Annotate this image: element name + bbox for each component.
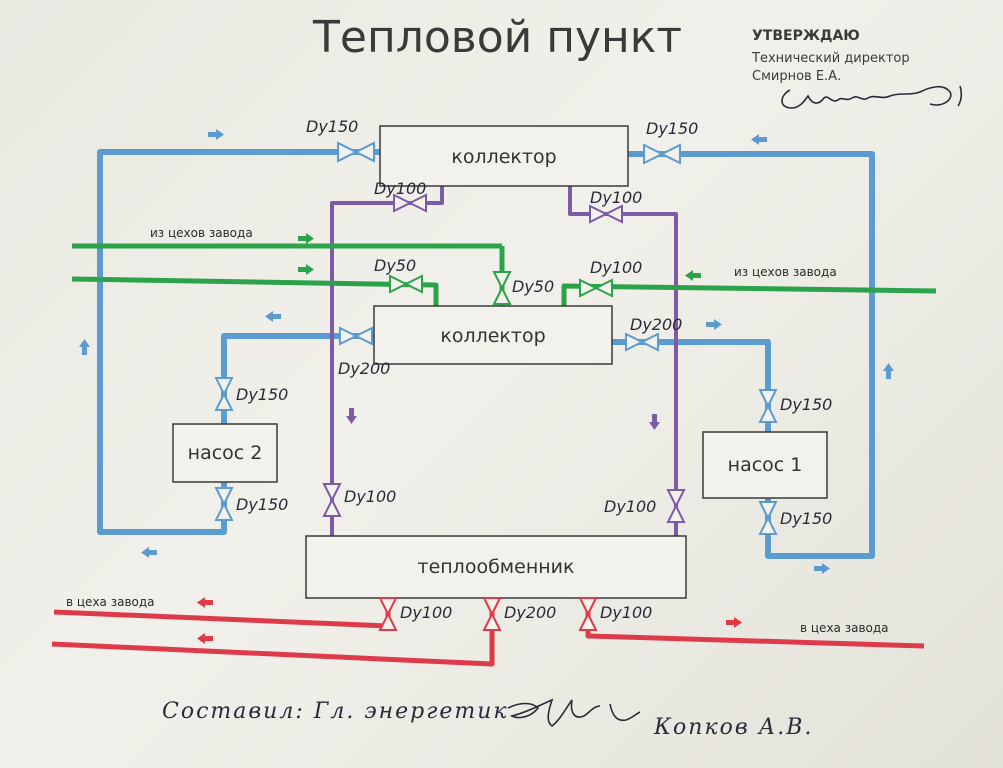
purple-line-left [330, 186, 444, 538]
pump-1-box [702, 431, 828, 499]
valve-green-center [492, 271, 512, 305]
collector-mid-box [373, 305, 613, 365]
flow-arrow-left-icon [197, 597, 213, 608]
valve-green-right [579, 278, 613, 298]
valve-red-right [578, 597, 598, 631]
valve-label-pump1-bottom: Dy150 [780, 509, 832, 528]
valve-label-purple-top-left: Dy100 [374, 179, 426, 198]
valve-label-pump2-top: Dy150 [236, 385, 288, 404]
collector-mid-label: коллектор [440, 325, 545, 347]
heat-exchanger-label: теплообменник [418, 556, 575, 578]
blue-line-pump1 [612, 339, 771, 432]
valve-label-pump1-top: Dy150 [780, 395, 832, 414]
valve-label-red-right: Dy100 [600, 603, 652, 622]
flow-arrow-up-icon [79, 339, 90, 355]
valve-pump2-bottom [214, 487, 234, 521]
flow-arrow-right-icon [706, 319, 722, 330]
footer-author: Копков А.В. [653, 715, 813, 740]
valve-label-purple-top-right: Dy100 [590, 188, 642, 207]
flow-arrow-left-icon [685, 270, 701, 281]
flow-arrow-up-icon [883, 363, 894, 379]
flow-arrow-left-icon [751, 134, 767, 145]
valve-pump1-top [758, 389, 778, 423]
valve-mid-right [625, 332, 659, 352]
flow-arrow-right-icon [726, 617, 742, 628]
flow-arrow-down-icon [346, 408, 357, 424]
director-signature [781, 85, 963, 109]
flow-arrow-left-icon [265, 311, 281, 322]
diagram-title: Тепловой пункт [312, 12, 682, 63]
valve-label-top-left: Dy150 [306, 117, 358, 136]
valve-label-green-right: Dy100 [590, 258, 642, 277]
flow-arrow-right-icon [814, 563, 830, 574]
pump-2-label: насос 2 [188, 442, 263, 464]
blue-return-line-left [97, 149, 380, 535]
approval-name: Смирнов Е.А. [752, 69, 841, 84]
valve-top-left [337, 141, 375, 163]
valve-red-center [482, 597, 502, 631]
pump-1-label: насос 1 [728, 454, 803, 476]
valve-pump2-top [214, 377, 234, 411]
valve-label-mid-right: Dy200 [630, 315, 682, 334]
valve-label-top-right: Dy150 [646, 119, 698, 138]
footer-compiled-by: Составил: Гл. энергетик [162, 699, 509, 724]
valve-top-right [643, 143, 681, 165]
valve-purple-top-right [589, 204, 623, 224]
valve-label-mid-left: Dy200 [338, 359, 390, 378]
collector-top-label: коллектор [451, 146, 556, 168]
pump-2-box [172, 423, 278, 483]
flow-arrow-left-icon [141, 547, 157, 558]
green-line-lower-left [71, 276, 439, 306]
flow-arrow-right-icon [298, 264, 314, 275]
valve-label-purple-bottom-right: Dy100 [604, 497, 656, 516]
flow-arrow-left-icon [197, 633, 213, 644]
valve-purple-top-left [393, 193, 427, 213]
approval-heading: УТВЕРЖДАЮ [752, 28, 860, 44]
valve-mid-left [339, 326, 373, 346]
engineer-signature [507, 698, 641, 727]
label-to-shops-left: в цеха завода [66, 595, 155, 609]
valve-red-left [378, 597, 398, 631]
blue-return-line-right [628, 151, 875, 559]
approval-position: Технический директор [751, 51, 910, 66]
valve-pump1-bottom [758, 501, 778, 535]
flow-arrow-right-icon [208, 129, 224, 140]
label-to-shops-right: в цеха завода [800, 621, 889, 635]
valve-label-red-left: Dy100 [400, 603, 452, 622]
valve-label-green-center: Dy50 [512, 277, 554, 296]
valve-label-pump2-bottom: Dy150 [236, 495, 288, 514]
label-from-shops-right: из цехов завода [734, 265, 837, 279]
valve-purple-bottom-right [666, 489, 686, 523]
label-from-shops-left: из цехов завода [150, 226, 253, 240]
valve-label-green-left: Dy50 [374, 256, 416, 275]
flow-arrow-down-icon [649, 414, 660, 430]
valve-label-red-center: Dy200 [504, 603, 556, 622]
valve-green-left [389, 274, 423, 294]
valve-label-purple-bottom-left: Dy100 [344, 487, 396, 506]
collector-top-box [379, 125, 629, 187]
green-line-right [561, 283, 937, 306]
valve-purple-bottom-left [322, 483, 342, 517]
flow-arrow-right-icon [298, 233, 314, 244]
